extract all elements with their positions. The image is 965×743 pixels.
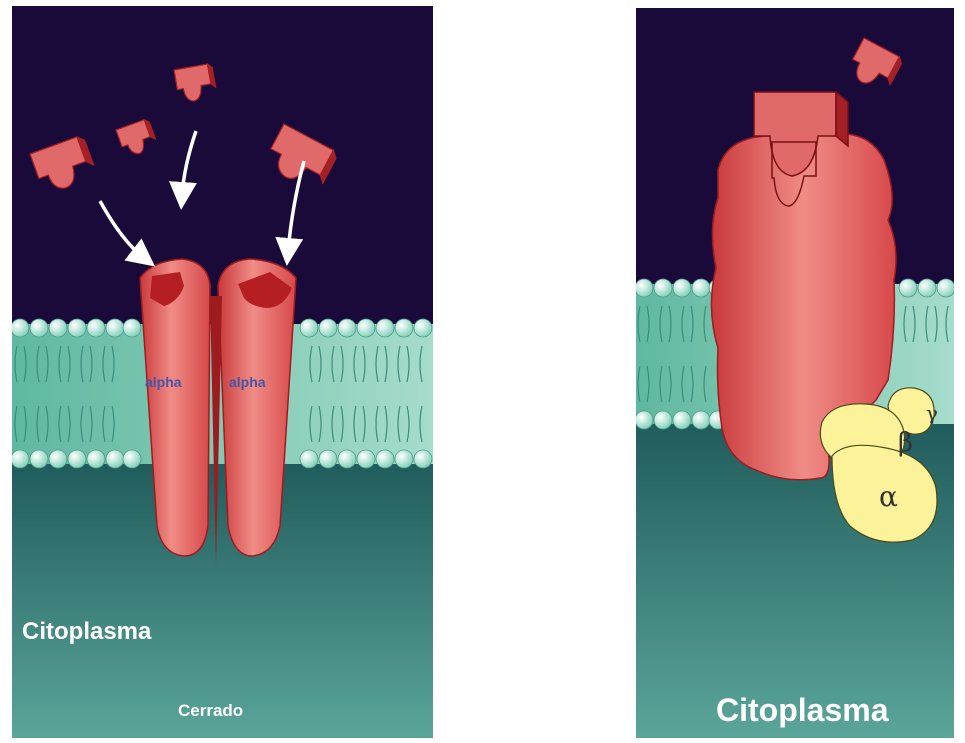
ionotropic-receptor-panel: alpha alpha Citoplasma Cerrado <box>12 6 433 738</box>
channel-state-label: Cerrado <box>178 701 243 721</box>
g-alpha-label: α <box>879 480 898 513</box>
cytoplasm <box>12 464 433 738</box>
g-beta-label: β <box>898 428 913 458</box>
g-gamma-label: γ <box>926 401 938 425</box>
cytoplasm-label: Citoplasma <box>22 618 151 646</box>
metabotropic-receptor-illustration <box>636 8 954 738</box>
alpha-subunit-label-left: alpha <box>145 374 182 390</box>
cytoplasm-label: Citoplasma <box>716 692 888 729</box>
alpha-subunit-label-right: alpha <box>229 374 266 390</box>
metabotropic-receptor-panel: γ β α Citoplasma <box>636 8 954 738</box>
